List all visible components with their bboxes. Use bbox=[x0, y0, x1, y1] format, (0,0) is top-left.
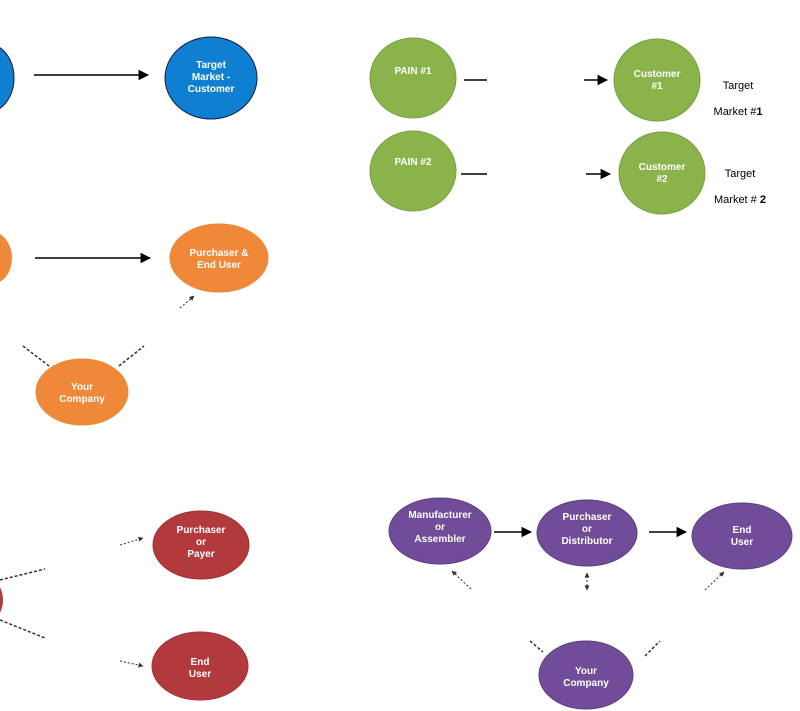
your-company-purple-label: Your Company bbox=[563, 666, 609, 689]
purchaser-end-user-node bbox=[169, 223, 269, 293]
pain-2-node bbox=[369, 130, 457, 212]
orange-partial-node bbox=[0, 234, 12, 282]
your-company-orange-label: Your Company bbox=[59, 382, 105, 405]
dashed-line-purple-company-left bbox=[529, 640, 544, 653]
target-market-customer-label: Target Market - Customer bbox=[187, 60, 235, 95]
dashed-line-company-right bbox=[118, 345, 145, 367]
target-market-2-line1: Target bbox=[724, 168, 756, 180]
dashed-arrow-to-manufacturer bbox=[451, 570, 472, 590]
target-market-1-label: Target Market #1 bbox=[706, 67, 770, 119]
dashed-line-company-left bbox=[22, 345, 50, 367]
customer-2-label: Customer #2 bbox=[638, 162, 686, 185]
target-market-1-line1: Target bbox=[722, 80, 754, 92]
purchaser-or-distributor-label: Purchaser or Distributor bbox=[561, 512, 613, 547]
end-user-purple-node bbox=[691, 502, 793, 570]
dashed-line-red-lower bbox=[0, 619, 46, 639]
customer-1-label: Customer #1 bbox=[633, 69, 681, 92]
manufacturer-or-assembler-label: Manufacturer or Assembler bbox=[408, 510, 472, 545]
pain-2-label: PAIN #2 bbox=[394, 157, 432, 168]
dashed-arrow-to-purchaser-end-user bbox=[179, 295, 195, 309]
end-user-purple-label: End User bbox=[730, 525, 754, 548]
dashed-line-red-upper bbox=[0, 568, 46, 581]
manufacturer-or-assembler-node bbox=[388, 497, 492, 565]
dashed-arrow-to-end-user-red bbox=[119, 660, 144, 668]
dashed-line-purple-company-right bbox=[644, 640, 661, 657]
dashed-arrow-to-end-user-purple bbox=[704, 571, 725, 591]
target-market-customer-node bbox=[164, 36, 258, 120]
purchaser-or-payer-node bbox=[152, 510, 250, 580]
red-partial-node bbox=[0, 587, 3, 613]
target-market-2-number: 2 bbox=[759, 194, 766, 206]
end-user-red-label: End User bbox=[188, 657, 212, 680]
your-company-orange-node bbox=[35, 358, 129, 426]
target-market-1-prefix: Market # bbox=[713, 106, 757, 118]
purchaser-or-distributor-node bbox=[536, 499, 638, 567]
pain-1-label: PAIN #1 bbox=[394, 66, 432, 77]
your-company-purple-node bbox=[538, 640, 634, 710]
purchaser-or-payer-label: Purchaser or Payer bbox=[176, 525, 226, 560]
customer-2-node bbox=[618, 131, 706, 215]
target-market-1-number: 1 bbox=[756, 106, 763, 118]
dashed-arrow-to-purchaser-payer bbox=[119, 536, 144, 546]
purchaser-end-user-label: Purchaser & End User bbox=[189, 248, 249, 271]
end-user-red-node bbox=[151, 631, 249, 701]
target-market-2-prefix: Market # bbox=[714, 194, 760, 206]
customer-1-node bbox=[613, 38, 701, 122]
target-market-2-label: Target Market # 2 bbox=[708, 155, 772, 207]
blue-partial-node bbox=[0, 47, 15, 109]
pain-1-node bbox=[369, 37, 457, 119]
